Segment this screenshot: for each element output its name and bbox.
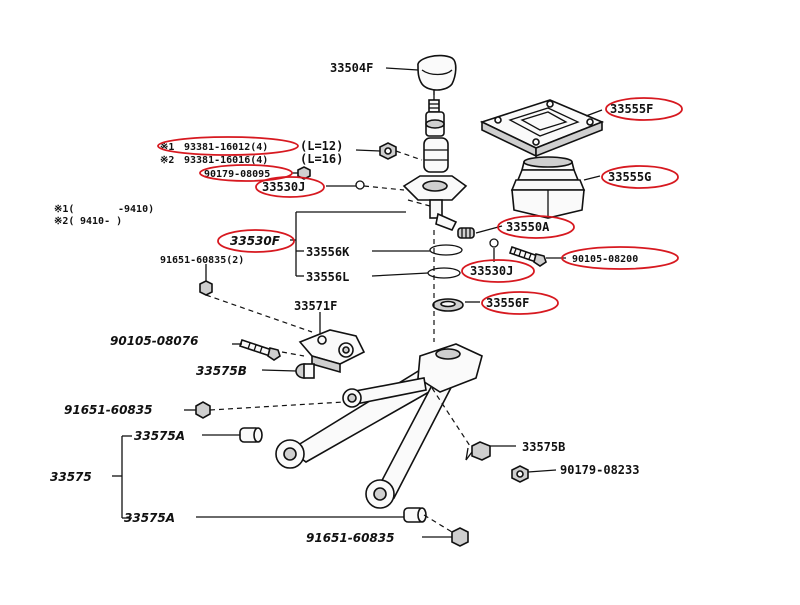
label-93381-16012: 93381-16012(4) bbox=[184, 142, 268, 153]
label-33556k: 33556K bbox=[306, 245, 350, 259]
highlight-90179-08095 bbox=[199, 164, 293, 182]
shift-knob bbox=[417, 54, 457, 91]
label-note-1-range: -9410) bbox=[118, 204, 154, 215]
label-33530j-mid: 33530J bbox=[470, 264, 513, 278]
label-33575a-lower: 33575A bbox=[124, 511, 175, 525]
shift-lever bbox=[402, 90, 468, 232]
label-note-2-range: 9410- ) bbox=[80, 216, 122, 227]
bushing-33575a-upper bbox=[239, 427, 263, 443]
label-93381-16016: 93381-16016(4) bbox=[184, 155, 268, 166]
snap-ring-33530j-top bbox=[355, 180, 365, 190]
o-ring-33556l bbox=[427, 267, 461, 279]
highlight-93381-16012 bbox=[157, 136, 299, 156]
label-len-16: (L=16) bbox=[300, 152, 343, 166]
shift-boot bbox=[510, 156, 586, 219]
label-33530f: 33530F bbox=[230, 234, 281, 248]
bolt-33575b-right bbox=[465, 441, 491, 461]
highlight-33530j-mid bbox=[461, 259, 535, 283]
label-note-2-mark: ※2( bbox=[54, 216, 74, 227]
bolt-90105-08076 bbox=[238, 338, 281, 361]
label-91651-60835-mid: 91651-60835 bbox=[64, 403, 152, 417]
label-mark-1: ※1 bbox=[160, 142, 174, 153]
nut-91651-60835-bottom bbox=[451, 527, 469, 547]
label-33555f: 33555F bbox=[610, 102, 653, 116]
highlight-90105-08200 bbox=[561, 246, 679, 270]
bolt-90105-08200 bbox=[508, 245, 547, 267]
label-91651-60835-bottom: 91651-60835 bbox=[306, 531, 394, 545]
nut-91651-60835-left bbox=[199, 280, 213, 296]
label-33575a-upper: 33575A bbox=[134, 429, 185, 443]
label-33556l: 33556L bbox=[306, 270, 349, 284]
bushing-33575a-lower bbox=[403, 507, 427, 523]
screw-nut-93381 bbox=[379, 142, 397, 160]
highlight-33530f bbox=[217, 229, 295, 253]
highlight-33555g bbox=[601, 165, 679, 189]
label-33575b-left: 33575B bbox=[196, 364, 247, 378]
o-ring-33556k bbox=[429, 244, 463, 256]
label-90105-08076: 90105-08076 bbox=[110, 334, 198, 348]
highlight-33556f bbox=[481, 291, 559, 315]
washer-33556f bbox=[432, 298, 464, 312]
highlight-33550a bbox=[497, 215, 575, 239]
assembly-guide-lines bbox=[205, 90, 471, 533]
shift-linkage-33575 bbox=[275, 343, 483, 509]
leader-lines bbox=[112, 67, 603, 538]
label-33556f: 33556F bbox=[486, 296, 529, 310]
spring-33550a bbox=[457, 227, 475, 239]
boot-retainer-plate bbox=[479, 99, 605, 158]
label-91651-60835-2: 91651-60835(2) bbox=[160, 255, 244, 266]
part-labels: 33504F 33555F 33555G ※1 93381-16012(4) (… bbox=[50, 61, 653, 545]
label-mark-2: ※2 bbox=[160, 155, 174, 166]
snap-ring-33530j-mid bbox=[489, 238, 499, 248]
nut-91651-60835-mid bbox=[195, 401, 211, 419]
label-33530j-top: 33530J bbox=[262, 180, 305, 194]
bracket-33571f bbox=[298, 329, 366, 374]
nut-90179-08095 bbox=[297, 166, 311, 180]
highlight-33555f bbox=[605, 97, 683, 121]
label-note-1-mark: ※1( bbox=[54, 204, 74, 215]
highlight-circles bbox=[157, 97, 683, 315]
label-33575b-right: 33575B bbox=[522, 440, 565, 454]
bushing-33575b-left bbox=[295, 363, 315, 379]
label-90105-08200: 90105-08200 bbox=[572, 254, 638, 265]
label-90179-08095: 90179-08095 bbox=[204, 169, 270, 180]
label-33571f: 33571F bbox=[294, 299, 337, 313]
label-33555g: 33555G bbox=[608, 170, 651, 184]
label-33575: 33575 bbox=[50, 470, 92, 484]
label-33550a: 33550A bbox=[506, 220, 550, 234]
label-33504f: 33504F bbox=[330, 61, 373, 75]
label-len-12: (L=12) bbox=[300, 139, 343, 153]
label-90179-08233: 90179-08233 bbox=[560, 463, 639, 477]
nut-90179-08233 bbox=[511, 465, 529, 483]
highlight-33530j-top bbox=[255, 176, 325, 198]
